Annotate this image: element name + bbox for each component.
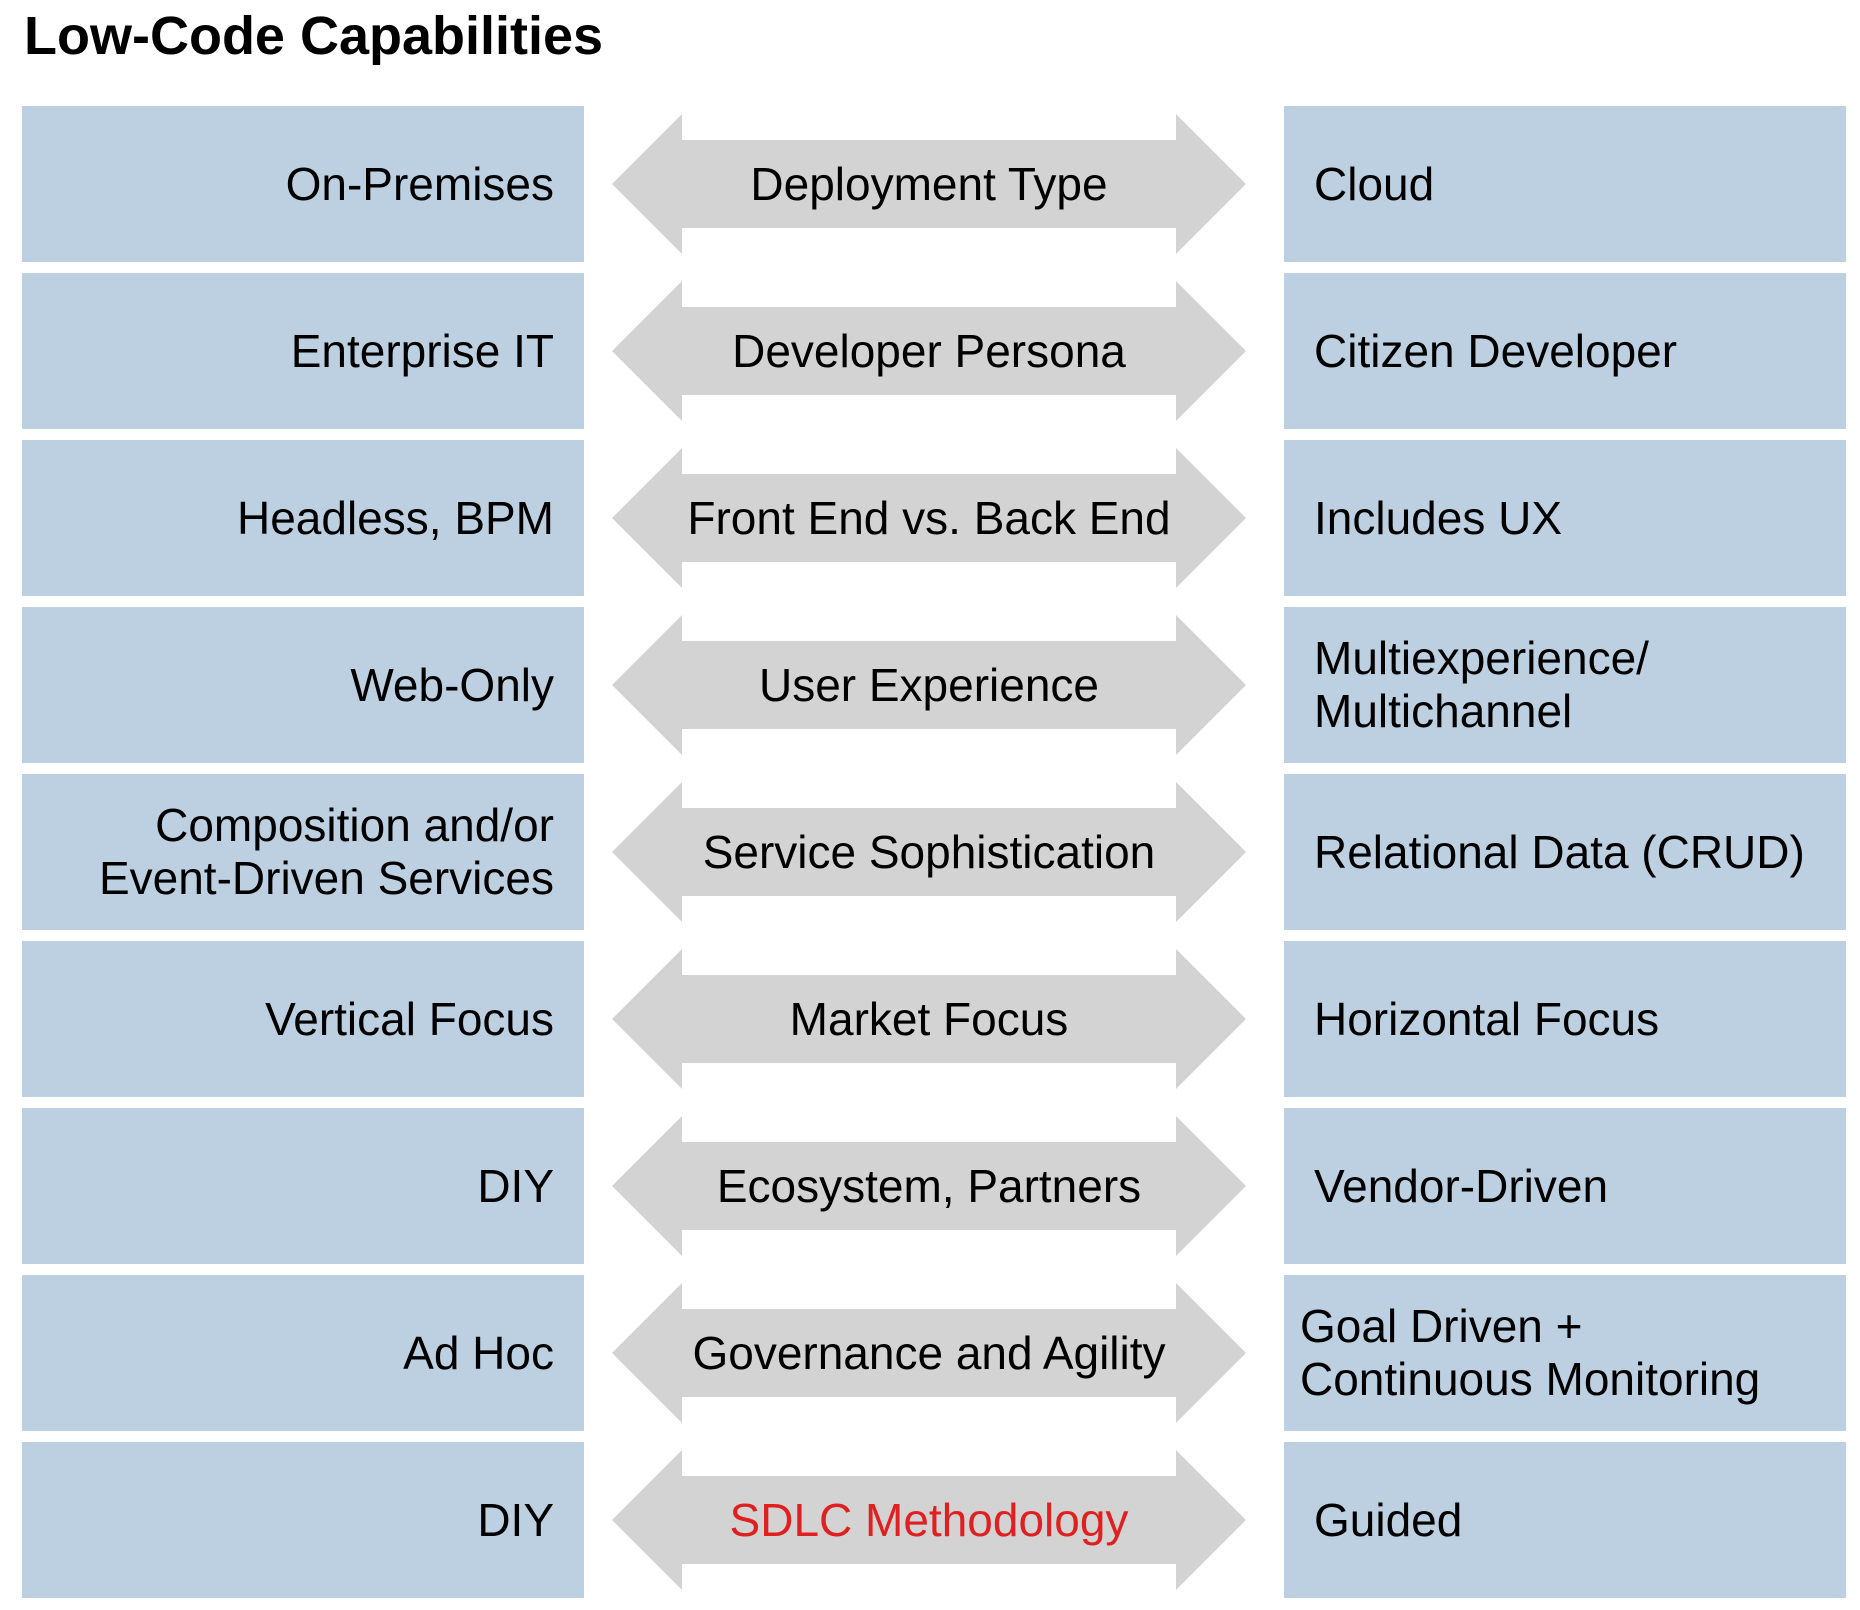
left-option-box: Vertical Focus [22,941,584,1097]
double-arrow: Service Sophistication [612,782,1246,922]
capability-row-deployment-type: On-Premises Deployment Type Cloud [0,106,1860,262]
double-arrow: Market Focus [612,949,1246,1089]
dimension-label: Front End vs. Back End [687,492,1171,544]
double-arrow-shape [612,1283,1246,1423]
left-option-box: Web-Only [22,607,584,763]
right-option-box: Cloud [1284,106,1846,262]
double-arrow-shape [612,281,1246,421]
capability-row-sdlc-methodology: DIY SDLC Methodology Guided [0,1442,1860,1598]
right-option-label: Multiexperience/ Multichannel [1314,632,1649,737]
capability-row-ecosystem-partners: DIY Ecosystem, Partners Vendor-Driven [0,1108,1860,1264]
right-option-box: Relational Data (CRUD) [1284,774,1846,930]
right-option-label: Horizontal Focus [1314,992,1660,1045]
left-option-box: Headless, BPM [22,440,584,596]
right-option-label: Goal Driven + Continuous Monitoring [1300,1300,1761,1405]
double-arrow: Ecosystem, Partners [612,1116,1246,1256]
right-option-box: Includes UX [1284,440,1846,596]
capability-row-front-end-vs-back-end: Headless, BPM Front End vs. Back End Inc… [0,440,1860,596]
capability-row-governance-and-agility: Ad Hoc Governance and Agility Goal Drive… [0,1275,1860,1431]
left-option-box: Enterprise IT [22,273,584,429]
dimension-label: User Experience [758,659,1100,711]
right-option-box: Goal Driven + Continuous Monitoring [1284,1275,1846,1431]
capability-row-market-focus: Vertical Focus Market Focus Horizontal F… [0,941,1860,1097]
double-arrow-shape [612,615,1246,755]
double-arrow: Front End vs. Back End [612,448,1246,588]
capability-row-developer-persona: Enterprise IT Developer Persona Citizen … [0,273,1860,429]
right-option-label: Guided [1314,1493,1463,1546]
right-option-label: Includes UX [1314,491,1563,544]
double-arrow: SDLC Methodology [612,1450,1246,1590]
left-option-label: Enterprise IT [290,324,554,377]
double-arrow-shape [612,1450,1246,1590]
double-arrow-shape [612,782,1246,922]
dimension-label: Developer Persona [732,325,1126,377]
right-option-box: Horizontal Focus [1284,941,1846,1097]
right-option-box: Guided [1284,1442,1846,1598]
left-option-label: Ad Hoc [403,1326,554,1379]
left-option-label: Vertical Focus [265,992,554,1045]
left-option-label: DIY [477,1159,554,1212]
right-option-box: Multiexperience/ Multichannel [1284,607,1846,763]
dimension-label: Governance and Agility [692,1327,1166,1379]
left-option-box: On-Premises [22,106,584,262]
right-option-label: Relational Data (CRUD) [1314,825,1805,878]
right-option-box: Vendor-Driven [1284,1108,1846,1264]
left-option-box: DIY [22,1108,584,1264]
capability-row-user-experience: Web-Only User Experience Multiexperience… [0,607,1860,763]
right-option-label: Vendor-Driven [1314,1159,1609,1212]
left-option-label: Web-Only [350,658,554,711]
right-option-box: Citizen Developer [1284,273,1846,429]
double-arrow-shape [612,448,1246,588]
left-option-box: Composition and/or Event-Driven Services [22,774,584,930]
dimension-label: Service Sophistication [702,826,1156,878]
double-arrow: Developer Persona [612,281,1246,421]
double-arrow: Governance and Agility [612,1283,1246,1423]
left-option-label: Composition and/or Event-Driven Services [98,799,554,904]
capability-row-service-sophistication: Composition and/or Event-Driven Services… [0,774,1860,930]
right-option-label: Citizen Developer [1314,324,1678,377]
double-arrow: User Experience [612,615,1246,755]
dimension-label-highlighted: SDLC Methodology [729,1494,1129,1546]
left-option-box: DIY [22,1442,584,1598]
diagram-title: Low-Code Capabilities [24,6,604,66]
double-arrow-shape [612,1116,1246,1256]
dimension-label: Market Focus [789,993,1069,1045]
dimension-label: Deployment Type [750,158,1108,210]
left-option-label: On-Premises [285,157,554,210]
left-option-label: DIY [477,1493,554,1546]
left-option-box: Ad Hoc [22,1275,584,1431]
double-arrow: Deployment Type [612,114,1246,254]
dimension-label: Ecosystem, Partners [716,1160,1142,1212]
left-option-label: Headless, BPM [236,491,554,544]
double-arrow-shape [612,114,1246,254]
right-option-label: Cloud [1314,157,1435,210]
double-arrow-shape [612,949,1246,1089]
